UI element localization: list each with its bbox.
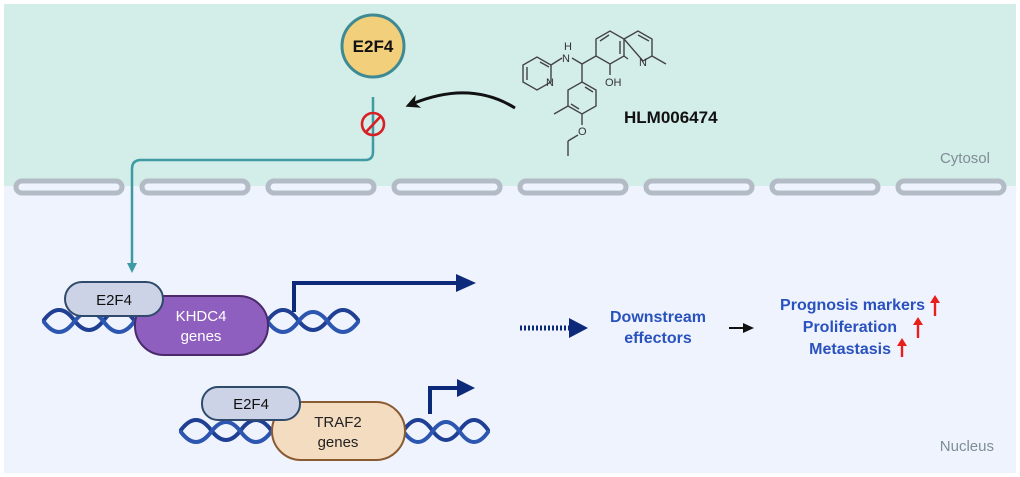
khdc4-gene-pill bbox=[134, 295, 269, 356]
e2f4-pill-2 bbox=[201, 386, 301, 421]
khdc4-gene-label-line2: genes bbox=[181, 328, 222, 345]
outcome-proliferation: Proliferation bbox=[803, 319, 897, 336]
atom-oh: OH bbox=[605, 77, 622, 89]
compound-name: HLM006474 bbox=[624, 108, 718, 127]
up-arrow-icon-proliferation bbox=[913, 317, 923, 338]
atom-pyridine-n: N bbox=[546, 77, 554, 89]
transcription-start-arrow-1-head bbox=[456, 274, 476, 292]
compound-inhibition-arrow bbox=[405, 91, 516, 110]
cytosol-region bbox=[4, 4, 1016, 186]
translocation-arrow bbox=[127, 97, 375, 273]
traf2-gene-label-line2: genes bbox=[318, 434, 359, 451]
downstream-effectors-line2: effectors bbox=[624, 330, 692, 347]
atom-nh: N bbox=[562, 53, 570, 65]
outcome-metastasis: Metastasis bbox=[809, 341, 891, 358]
khdc4-gene-label-line1: KHDC4 bbox=[176, 308, 227, 325]
transcription-start-arrow-1 bbox=[292, 281, 460, 312]
e2f4-protein: E2F4 bbox=[340, 13, 406, 79]
e2f4-pill-1-label: E2F4 bbox=[96, 292, 132, 309]
e2f4-pill-2-label: E2F4 bbox=[233, 396, 269, 413]
effector-arrow-head bbox=[743, 323, 754, 333]
hlm006474-structure bbox=[522, 30, 667, 156]
nuclear-membrane bbox=[13, 178, 1007, 196]
traf2-gene-label-line1: TRAF2 bbox=[314, 414, 362, 431]
atom-h: H bbox=[564, 41, 572, 53]
transcription-start-arrow-2-head bbox=[457, 379, 475, 397]
downstream-effectors-line1: Downstream bbox=[610, 309, 706, 326]
dotted-arrow-head bbox=[569, 318, 588, 338]
atom-ether-o: O bbox=[578, 126, 587, 138]
transcription-start-arrow-2 bbox=[428, 386, 460, 414]
nucleus-label: Nucleus bbox=[940, 438, 994, 455]
hlm006474-atom-labels: H N N N OH O bbox=[546, 41, 647, 138]
traf2-gene-pill bbox=[271, 401, 406, 461]
up-arrow-icon-prognosis bbox=[930, 295, 940, 316]
e2f4-pill-1 bbox=[64, 281, 164, 317]
outcome-prognosis-markers: Prognosis markers bbox=[780, 297, 925, 314]
cytosol-label: Cytosol bbox=[940, 150, 990, 167]
inhibition-icon bbox=[360, 111, 386, 137]
atom-quinoline-n: N bbox=[639, 57, 647, 69]
e2f4-protein-label: E2F4 bbox=[353, 37, 394, 56]
up-arrow-icon-metastasis bbox=[897, 338, 907, 357]
